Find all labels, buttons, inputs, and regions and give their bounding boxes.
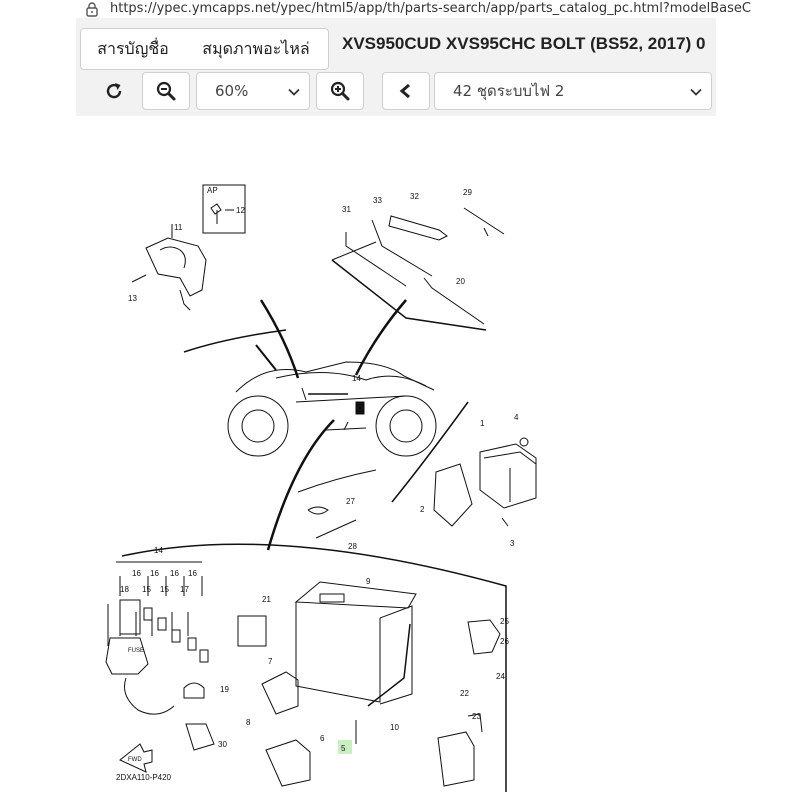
drawing-code: 2DXA110-P420 [116, 773, 172, 782]
chevron-down-icon [690, 88, 702, 96]
ap-label: AP [207, 186, 218, 195]
callout-3[interactable]: 3 [510, 539, 515, 548]
fwd-label: FWD [128, 757, 142, 763]
fuse-group [105, 561, 215, 751]
zoom-select[interactable]: 60% [196, 72, 310, 110]
motorcycle-silhouette [227, 361, 437, 457]
fuse-label: FUSE [128, 648, 144, 654]
ecu-group [391, 401, 537, 527]
ap-box [202, 184, 246, 234]
callout-11[interactable]: 11 [174, 223, 183, 232]
callout-16-c[interactable]: 16 [170, 569, 179, 578]
callout-30[interactable]: 30 [218, 740, 227, 749]
section-select[interactable]: 42 ชุดระบบไฟ 2 [434, 72, 712, 110]
zoom-in-button[interactable] [316, 72, 364, 110]
callout-7[interactable]: 7 [268, 657, 273, 666]
callout-22[interactable]: 22 [460, 689, 469, 698]
callout-6[interactable]: 6 [320, 734, 325, 743]
parts-diagram[interactable]: AP 12 11 13 31 33 32 29 20 14 4 1 2 3 27… [76, 130, 716, 792]
callout-9[interactable]: 9 [366, 577, 371, 586]
callout-15-a[interactable]: 15 [142, 585, 151, 594]
callout-13[interactable]: 13 [128, 294, 137, 303]
chevron-left-icon [399, 83, 410, 99]
callout-27[interactable]: 27 [346, 497, 355, 506]
callout-10[interactable]: 10 [390, 723, 399, 732]
callout-16-d[interactable]: 16 [188, 569, 197, 578]
callout-12[interactable]: 12 [236, 206, 245, 215]
bands-group [331, 207, 505, 331]
callout-14[interactable]: 14 [352, 374, 361, 383]
callout-8[interactable]: 8 [246, 718, 251, 727]
battery [294, 581, 417, 705]
previous-section-button[interactable] [382, 72, 430, 110]
callout-29[interactable]: 29 [463, 188, 472, 197]
starter-group [131, 184, 287, 371]
tab-parts-book[interactable]: สมุดภาพอะไหล่ [184, 28, 329, 70]
callout-16-a[interactable]: 16 [132, 569, 141, 578]
reload-icon [106, 83, 122, 99]
callout-18[interactable]: 18 [120, 585, 129, 594]
zoom-out-icon [156, 81, 176, 101]
tab-account[interactable]: สารบัญชื่อ [80, 28, 186, 70]
callout-23[interactable]: 23 [472, 712, 481, 721]
catalog-toolbar: สารบัญชื่อ สมุดภาพอะไหล่ XVS950CUD XVS95… [76, 18, 716, 116]
highlight-box [338, 740, 352, 754]
callout-19[interactable]: 19 [220, 685, 229, 694]
callout-31[interactable]: 31 [342, 205, 351, 214]
callout-4[interactable]: 4 [514, 413, 519, 422]
clamp-group [297, 469, 377, 539]
section-value: 42 ชุดระบบไฟ 2 [453, 82, 565, 100]
fwd-arrow-icon [119, 743, 153, 773]
address-bar[interactable]: https://ypec.ymcapps.net/ypec/html5/app/… [0, 0, 792, 18]
callout-32[interactable]: 32 [410, 192, 419, 201]
zoom-in-icon [330, 81, 350, 101]
zoom-value: 60% [215, 82, 249, 100]
callout-20[interactable]: 20 [456, 277, 465, 286]
callout-2[interactable]: 2 [420, 505, 425, 514]
callout-21[interactable]: 21 [262, 595, 271, 604]
url-text[interactable]: https://ypec.ymcapps.net/ypec/html5/app/… [110, 1, 751, 16]
zoom-out-button[interactable] [142, 72, 190, 110]
callout-26[interactable]: 26 [500, 637, 509, 646]
callout-5[interactable]: 5 [341, 744, 346, 753]
callout-16-b[interactable]: 16 [150, 569, 159, 578]
reload-button[interactable] [94, 72, 134, 110]
callout-1[interactable]: 1 [480, 419, 485, 428]
callout-14-bottom[interactable]: 14 [154, 546, 163, 555]
callout-28[interactable]: 28 [348, 542, 357, 551]
callout-24[interactable]: 24 [496, 672, 505, 681]
model-title: XVS950CUD XVS95CHC BOLT (BS52, 2017) 0 [342, 34, 706, 53]
callout-15-b[interactable]: 15 [160, 585, 169, 594]
callout-33[interactable]: 33 [373, 196, 382, 205]
chevron-down-icon [288, 88, 300, 96]
callout-17-a[interactable]: 17 [180, 585, 189, 594]
callout-25[interactable]: 25 [500, 617, 509, 626]
lock-icon [86, 2, 98, 17]
